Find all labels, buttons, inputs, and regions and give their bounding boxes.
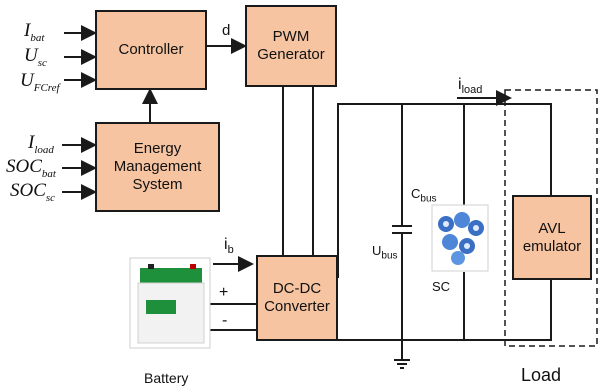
input-socbat: SOCbat [6,156,56,180]
input-iload: Iload [28,132,54,156]
iload-bus-label: iload [458,76,483,97]
input-usc: Usc [24,45,47,69]
ems-label-line3: System [132,176,183,193]
bus-top-wire [337,103,552,278]
dcdc-label-line2: Converter [264,298,330,315]
supercapacitor-image [431,204,489,272]
sc-label: SC [432,279,451,294]
dcdc-converter-block: DC-DC Converter [256,255,338,341]
input-socsc: SOCsc [10,180,56,204]
ems-label-line1: Energy [133,140,182,157]
energy-management-block: Energy Management System [95,122,220,212]
input-ufcref: UFCref [20,70,60,94]
ems-label-line2: Management [113,158,202,175]
avl-label-line1: AVL [538,219,566,237]
dcdc-label-line1: DC-DC [272,280,322,297]
cbus-label: Cbus [411,186,437,205]
controller-block: Controller [95,10,207,90]
avl-emulator-block: AVL emulator [512,195,592,280]
pwm-generator-block: PWM Generator [245,5,337,87]
bus-bottom-wire [338,280,552,341]
battery-image [129,257,211,349]
avl-label-line2: emulator [522,237,582,255]
ubus-label: Ubus [372,243,398,262]
duty-cycle-label: d [222,22,231,39]
input-ibat: Ibat [24,20,45,44]
minus-terminal-label: - [222,312,228,329]
plus-terminal-label: + [219,284,229,301]
ib-label: ib [224,236,234,257]
load-label: Load [521,365,562,385]
controller-label: Controller [118,41,184,58]
pwm-label-line2: Generator [257,46,325,63]
battery-label: Battery [144,370,189,386]
load-dashed-box [504,89,598,347]
pwm-label-line1: PWM [272,28,310,45]
